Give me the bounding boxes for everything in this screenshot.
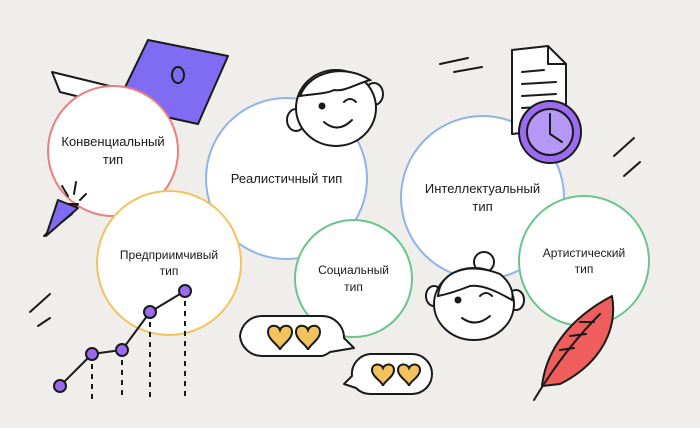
label-conventional: Конвенциальный тип: [61, 134, 165, 167]
label-realistic: Реалистичный тип: [230, 170, 343, 186]
bubble-enterprising: Предприимчивый тип: [96, 190, 242, 336]
label-enterprising: Предприимчивый тип: [119, 247, 219, 278]
document-icon: [511, 45, 567, 135]
label-intellectual: Интеллектуальный тип: [424, 180, 541, 214]
bubble-social: Социальный тип: [294, 219, 413, 338]
label-social: Социальный тип: [318, 263, 389, 294]
hearts-speech-bubble-small-icon: [343, 353, 433, 395]
label-artistic: Артистический тип: [542, 245, 626, 276]
bubble-artistic: Артистический тип: [518, 195, 650, 327]
